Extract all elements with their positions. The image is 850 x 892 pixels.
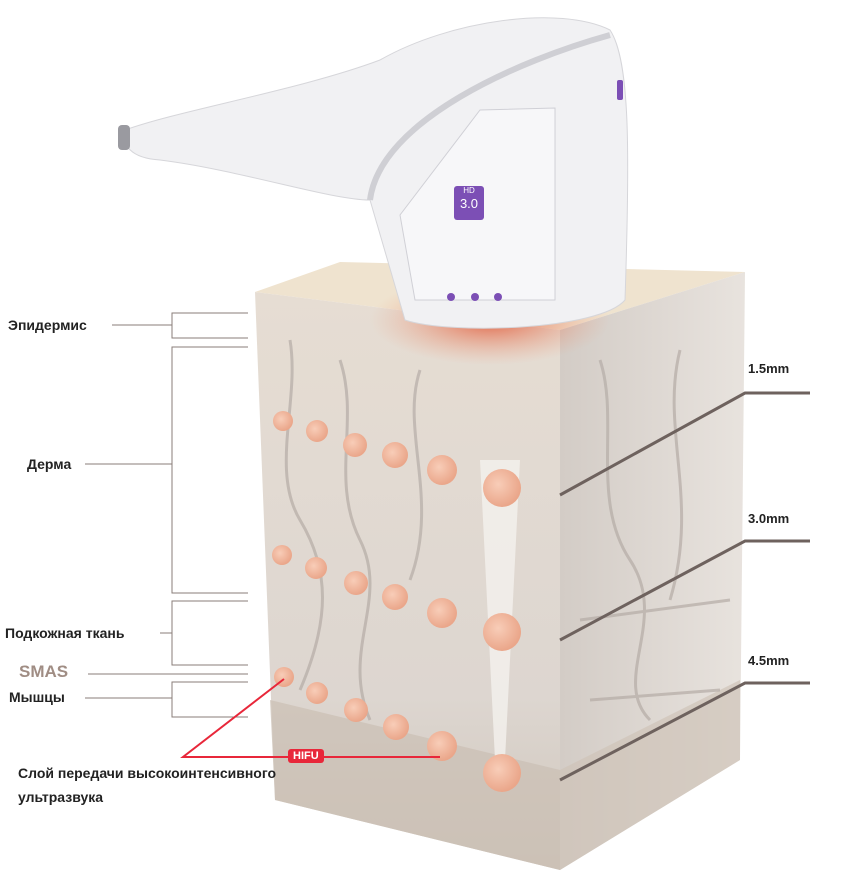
skin-block	[255, 262, 745, 870]
depth-label-3: 4.5mm	[748, 653, 790, 668]
label-epidermis: Эпидермис	[8, 317, 87, 333]
hifu-badge: HIFU	[288, 749, 324, 763]
focal-points	[272, 411, 521, 792]
label-muscles: Мышцы	[9, 689, 65, 705]
label-dermis: Дерма	[27, 456, 72, 472]
hifu-pointer	[180, 678, 440, 758]
hifu-handpiece	[118, 17, 629, 329]
label-smas: SMAS	[19, 662, 69, 681]
depth-label-2: 3.0mm	[748, 511, 790, 526]
label-subcutaneous: Подкожная ткань	[5, 625, 125, 641]
badge-bottom: 3.0	[459, 196, 479, 211]
hifu-caption-line1: Слой передачи высокоинтенсивного	[18, 765, 277, 781]
layer-brackets	[85, 312, 248, 718]
depth-label-1: 1.5mm	[748, 361, 790, 376]
badge-top: HD	[463, 186, 475, 195]
hifu-caption-line2: ультразвука	[18, 789, 104, 805]
depth-markers	[559, 391, 810, 782]
